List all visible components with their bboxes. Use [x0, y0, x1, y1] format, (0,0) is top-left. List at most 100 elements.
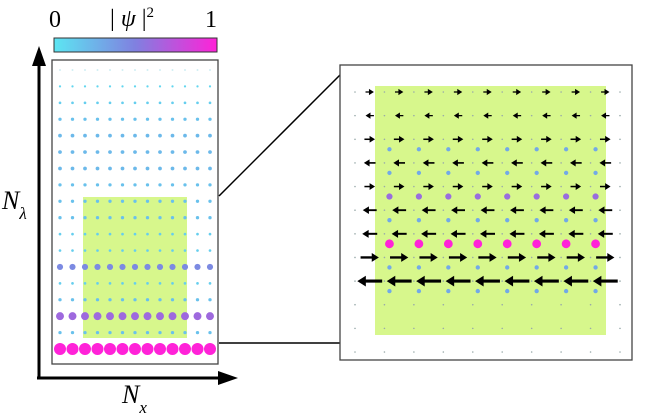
current-arrow-head	[392, 206, 399, 215]
zoom-lattice-site	[413, 351, 415, 353]
zoom-lattice-dot	[593, 218, 598, 223]
zoom-lattice-site	[560, 114, 562, 117]
left-lattice-dot	[158, 85, 162, 88]
zoom-lattice-dot	[414, 239, 424, 249]
zoom-lattice-site	[530, 209, 533, 211]
zoom-lattice-site	[354, 256, 356, 259]
left-lattice-dot	[121, 85, 124, 88]
left-lattice-dot	[70, 216, 75, 220]
zoom-lattice-site	[354, 209, 356, 211]
zoom-lattice-site	[560, 209, 562, 211]
zoom-lattice-site	[619, 233, 621, 235]
left-lattice-dot	[170, 133, 175, 138]
current-arrow-head	[450, 229, 457, 238]
current-arrow-head	[394, 112, 400, 119]
current-arrow-head	[511, 159, 517, 167]
current-arrow-head	[399, 183, 405, 190]
left-lattice-dot	[83, 216, 87, 220]
left-lattice-dot	[70, 199, 75, 203]
current-arrow-head	[516, 88, 522, 96]
left-lattice-dot	[156, 312, 164, 321]
zoom-lattice-dot	[446, 265, 451, 270]
left-lattice-dot	[184, 69, 186, 71]
left-lattice-dot	[133, 330, 137, 335]
zoom-lattice-site	[560, 303, 562, 306]
zoom-lattice-dot	[416, 170, 422, 176]
left-lattice-dot	[133, 133, 137, 138]
current-arrow-head	[548, 253, 556, 262]
zoom-lattice-site	[589, 162, 592, 164]
left-lattice-dot	[58, 133, 62, 138]
zoom-lattice-site	[501, 114, 504, 117]
zoom-lattice-site	[589, 327, 592, 330]
left-lattice-dot	[158, 150, 162, 154]
colorbar	[53, 37, 218, 53]
left-lattice-dot	[158, 183, 162, 187]
left-lattice-dot	[183, 150, 187, 154]
left-lattice-dot	[95, 183, 100, 187]
left-lattice-dot	[58, 150, 62, 154]
zoom-lattice-dot	[475, 288, 480, 294]
left-lattice-dot	[195, 216, 200, 220]
colorbar-title-bar-right: |	[141, 6, 147, 32]
left-lattice-dot	[168, 312, 177, 321]
zoom-lattice-dot	[532, 239, 542, 249]
left-lattice-dot	[141, 343, 154, 355]
zoom-lattice-site	[471, 209, 474, 211]
current-arrow-head	[512, 112, 518, 119]
zoom-lattice-dot	[387, 147, 392, 152]
current-arrow-head	[509, 229, 516, 238]
left-lattice-dot	[108, 330, 112, 335]
zoom-lattice-dot	[416, 147, 422, 152]
zoom-lattice-site	[413, 303, 415, 306]
zoom-lattice-dot	[562, 193, 570, 200]
current-arrow-head	[357, 275, 366, 287]
current-arrow-head	[504, 275, 514, 287]
zoom-lattice-dot	[385, 239, 394, 249]
left-lattice-dot	[58, 199, 62, 203]
zoom-lattice-site	[501, 233, 504, 235]
current-arrow-head	[451, 206, 458, 215]
left-lattice-dot	[169, 263, 176, 271]
current-arrow-head	[428, 135, 434, 143]
left-lattice-dot	[208, 199, 212, 203]
left-lattice-dot	[120, 117, 125, 121]
zoom-lattice-dot	[592, 193, 599, 200]
zoom-lattice-site	[589, 185, 592, 188]
left-lattice-dot	[183, 249, 187, 252]
left-lattice-dot	[120, 216, 125, 220]
current-arrow-head	[368, 88, 374, 96]
zoom-lattice-site	[619, 351, 621, 353]
left-lattice-dot	[183, 85, 187, 88]
zoom-lattice-site	[530, 280, 533, 282]
left-lattice-dot	[208, 183, 212, 187]
zoom-lattice-site	[413, 114, 415, 117]
left-lattice-dot	[96, 101, 99, 105]
left-lattice-dot	[120, 133, 125, 138]
zoom-lattice-site	[383, 303, 386, 306]
zoom-lattice-dot	[534, 265, 539, 270]
zoom-lattice-site	[471, 303, 474, 306]
left-lattice-dot	[209, 69, 211, 71]
left-lattice-dot	[95, 133, 100, 138]
zoom-lattice-site	[619, 327, 621, 330]
left-lattice-dot	[133, 101, 137, 105]
left-lattice-dot	[83, 330, 87, 335]
left-lattice-dot	[121, 69, 124, 71]
left-lattice-dot	[146, 232, 149, 236]
zoom-lattice-site	[501, 327, 504, 330]
current-arrow-head	[540, 159, 547, 167]
left-lattice-dot	[146, 249, 149, 252]
colorbar-max-label: 1	[205, 7, 217, 33]
left-lattice-dot	[58, 282, 62, 285]
left-lattice-dot	[195, 199, 200, 203]
current-arrow-head	[365, 112, 371, 119]
left-lattice-dot	[108, 183, 112, 187]
left-lattice-dot	[70, 166, 75, 171]
current-arrow-head	[421, 206, 428, 215]
zoom-lattice-site	[413, 91, 415, 93]
current-arrow-head	[460, 253, 468, 262]
left-lattice-dot	[183, 298, 187, 302]
left-lattice-dot	[84, 69, 86, 71]
left-lattice-dot	[58, 216, 62, 220]
